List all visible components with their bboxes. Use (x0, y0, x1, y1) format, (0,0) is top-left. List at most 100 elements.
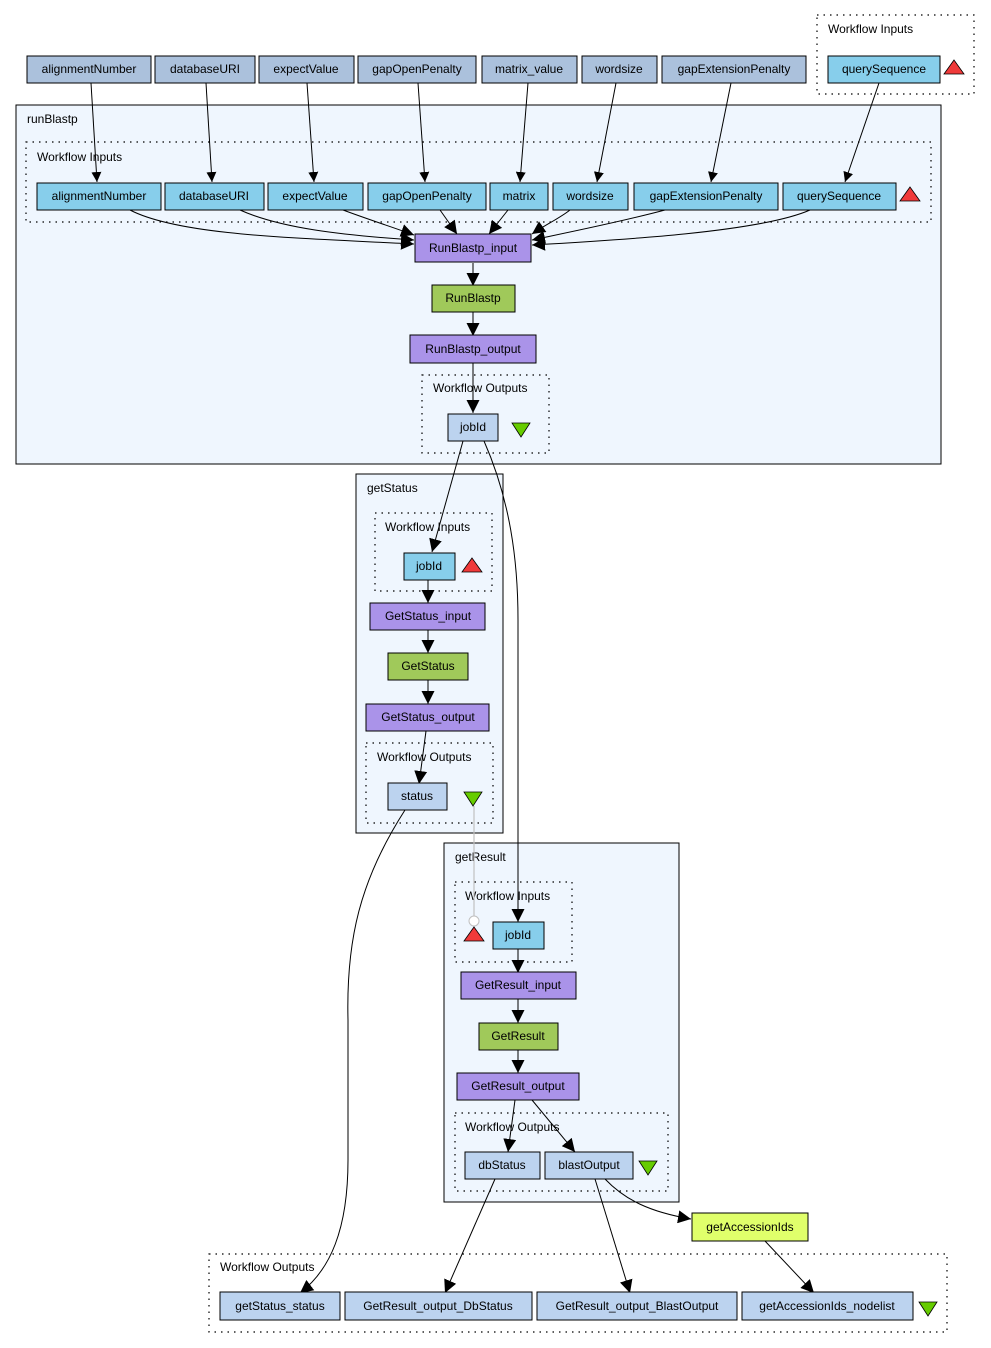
cluster-label: runBlastp (27, 112, 78, 126)
input-triangle-icon (943, 59, 965, 75)
edge (239, 209, 415, 246)
cluster-label: getResult (455, 850, 506, 864)
output-triangle-icon (463, 791, 483, 807)
getStatus-nodes: jobId GetStatus_input GetStatus GetStatu… (365, 552, 490, 811)
output-triangle-icon (511, 422, 531, 438)
interface-node-input[interactable]: RunBlastp_input (414, 233, 532, 263)
node-label: databaseURI (179, 189, 249, 203)
edge (503, 1099, 517, 1153)
workflow-input-port[interactable]: alignmentNumber (26, 55, 152, 84)
edge (414, 730, 428, 785)
edge (604, 1178, 692, 1224)
node-label: querySequence (842, 62, 926, 76)
subworkflow-input[interactable]: jobId (492, 921, 545, 950)
node-label: GetResult_output_DbStatus (363, 1299, 512, 1313)
edge (439, 209, 458, 235)
node-label: databaseURI (170, 62, 240, 76)
subworkflow-input[interactable]: wordsize (552, 182, 629, 211)
local-service-node[interactable]: getAccessionIds (691, 1212, 809, 1242)
cluster-workflow-outputs-bottom: Workflow Outputs (208, 1253, 948, 1333)
node-label: gapOpenPenalty (372, 62, 461, 76)
interface-node-output[interactable]: GetStatus_output (365, 703, 490, 732)
edge (483, 440, 519, 910)
node-label: alignmentNumber (42, 62, 137, 76)
getResult-nodes: jobId GetResult_input GetResult GetResul… (456, 921, 658, 1180)
workflow-output-port[interactable]: GetResult_output_DbStatus (344, 1291, 533, 1321)
cluster-label: Workflow Inputs (385, 520, 470, 534)
node-label: jobId (415, 559, 442, 573)
workflow-output-port[interactable]: status (387, 782, 448, 811)
subworkflow-input[interactable]: expectValue (267, 182, 364, 211)
edge (531, 1099, 576, 1153)
service-node[interactable]: GetStatus (387, 652, 469, 681)
workflow-output-port[interactable]: getAccessionIds_nodelist (741, 1291, 914, 1321)
subworkflow-input[interactable]: jobId (403, 552, 456, 581)
interface-node-input[interactable]: GetResult_input (460, 971, 577, 1000)
edge (299, 809, 406, 1294)
node-label: alignmentNumber (52, 189, 147, 203)
edge (90, 82, 102, 183)
workflow-input-port[interactable]: wordsize (581, 55, 658, 84)
subworkflow-input[interactable]: alignmentNumber (36, 182, 162, 211)
service-node[interactable]: GetResult (478, 1022, 559, 1051)
subworkflow-input[interactable]: gapExtensionPenalty (633, 182, 779, 211)
cluster-label: getStatus (367, 481, 418, 495)
edge (708, 82, 732, 183)
node-label: getStatus_status (235, 1299, 324, 1313)
cluster-label: Workflow Outputs (433, 381, 527, 395)
cluster-label: Workflow Outputs (220, 1260, 314, 1274)
node-label: dbStatus (478, 1158, 525, 1172)
interface-node-output[interactable]: RunBlastp_output (409, 334, 537, 364)
input-triangle-icon (461, 557, 483, 573)
node-label: GetResult_output (471, 1079, 565, 1093)
edge (342, 209, 415, 237)
node-label: GetStatus (401, 659, 454, 673)
node-label: expectValue (273, 62, 338, 76)
input-triangle-icon (899, 186, 921, 202)
node-label: matrix (503, 189, 536, 203)
node-label: jobId (459, 420, 486, 434)
cluster-label: Workflow Inputs (37, 150, 122, 164)
edge (593, 82, 617, 183)
workflow-output-port[interactable]: getStatus_status (219, 1291, 341, 1321)
node-label: wordsize (594, 62, 643, 76)
node-label: wordsize (565, 189, 614, 203)
subworkflow-input[interactable]: gapOpenPenalty (367, 182, 487, 211)
edge (531, 209, 811, 251)
node-label: GetResult (491, 1029, 545, 1043)
subworkflow-input[interactable]: matrix (489, 182, 549, 211)
node-label: gapOpenPenalty (382, 189, 471, 203)
edges (90, 82, 880, 1294)
service-node[interactable]: RunBlastp (431, 284, 516, 313)
workflow-input-port[interactable]: querySequence (827, 55, 941, 84)
workflow-output-port[interactable]: dbStatus (464, 1151, 541, 1180)
workflow-output-port[interactable]: jobId (447, 413, 499, 442)
output-triangle-icon (638, 1160, 658, 1176)
workflow-input-port[interactable]: matrix_value (481, 55, 578, 84)
edge (515, 82, 529, 183)
workflow-input-port[interactable]: gapOpenPenalty (357, 55, 477, 84)
node-label: GetStatus_output (381, 710, 475, 724)
edge (488, 209, 509, 235)
interface-node-input[interactable]: GetStatus_input (369, 602, 486, 631)
edge (429, 440, 464, 553)
workflow-input-port[interactable]: expectValue (258, 55, 355, 84)
node-label: RunBlastp (445, 291, 501, 305)
control-link-circle (468, 915, 480, 927)
subworkflow-input[interactable]: querySequence (782, 182, 897, 211)
subworkflow-input[interactable]: databaseURI (164, 182, 265, 211)
cluster-label: Workflow Outputs (465, 1120, 559, 1134)
workflow-output-port[interactable]: GetResult_output_BlastOutput (536, 1291, 738, 1321)
node-label: gapExtensionPenalty (650, 189, 763, 203)
interface-node-output[interactable]: GetResult_output (456, 1072, 580, 1101)
node-label: GetResult_input (475, 978, 562, 992)
cluster-label: Workflow Inputs (828, 22, 913, 36)
bottom-output-ports: getStatus_status GetResult_output_DbStat… (219, 1291, 938, 1321)
workflow-input-port[interactable]: gapExtensionPenalty (661, 55, 807, 84)
node-label: getAccessionIds (706, 1220, 793, 1234)
workflow-output-port[interactable]: blastOutput (544, 1151, 634, 1180)
cluster-label: Workflow Inputs (465, 889, 550, 903)
input-triangle-icon (463, 926, 485, 942)
workflow-input-port[interactable]: databaseURI (154, 55, 256, 84)
